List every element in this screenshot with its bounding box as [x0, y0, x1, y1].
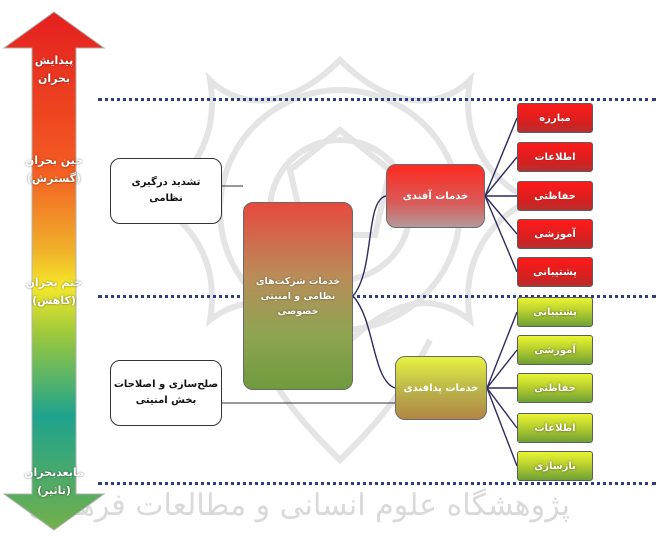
crisis-timeline-arrow: [2, 11, 106, 531]
offensive-service-support: پشتیبانی: [517, 257, 593, 287]
defensive-service-reconstruction: بازسازی: [517, 451, 593, 481]
watermark-text: پژوهشگاه علوم انسانی و مطالعات فرهنگی: [28, 488, 570, 523]
defensive-service-intelligence: اطلاعات: [517, 413, 593, 443]
private-military-services-box: خدمات شرکت‌های نظامی و امنیتی خصوصی: [243, 202, 353, 390]
defensive-service-support: پشتیبانی: [517, 297, 593, 327]
offensive-service-combat: مبارزه: [517, 103, 593, 133]
defensive-service-protection: حفاظتی: [517, 373, 593, 403]
peacebuilding-box: صلح‌سازی و اصلاحات بخش امنیتی: [110, 360, 222, 426]
defensive-service-training: آموزشی: [517, 335, 593, 365]
phase-emergence-label: پیدایش بحران: [34, 54, 74, 85]
escalation-box: تشدید درگیری نظامی: [110, 158, 222, 224]
offensive-service-training: آموزشی: [517, 219, 593, 249]
phase-divider-post: [98, 482, 656, 485]
offensive-service-protection: حفاظتی: [517, 181, 593, 211]
phase-end-label: ختم بحران (کاهش): [25, 276, 83, 307]
phase-divider-emergence: [98, 98, 656, 101]
phase-during-label: حین بحران (گسترش): [24, 154, 84, 185]
phase-post-label: مابعدبحران (تاثیر): [24, 466, 84, 497]
offensive-services-box: خدمات آفندی: [386, 164, 485, 228]
defensive-services-box: خدمات پدافندی: [395, 356, 487, 420]
phase-divider-end: [98, 295, 656, 298]
offensive-service-intelligence: اطلاعات: [517, 142, 593, 172]
